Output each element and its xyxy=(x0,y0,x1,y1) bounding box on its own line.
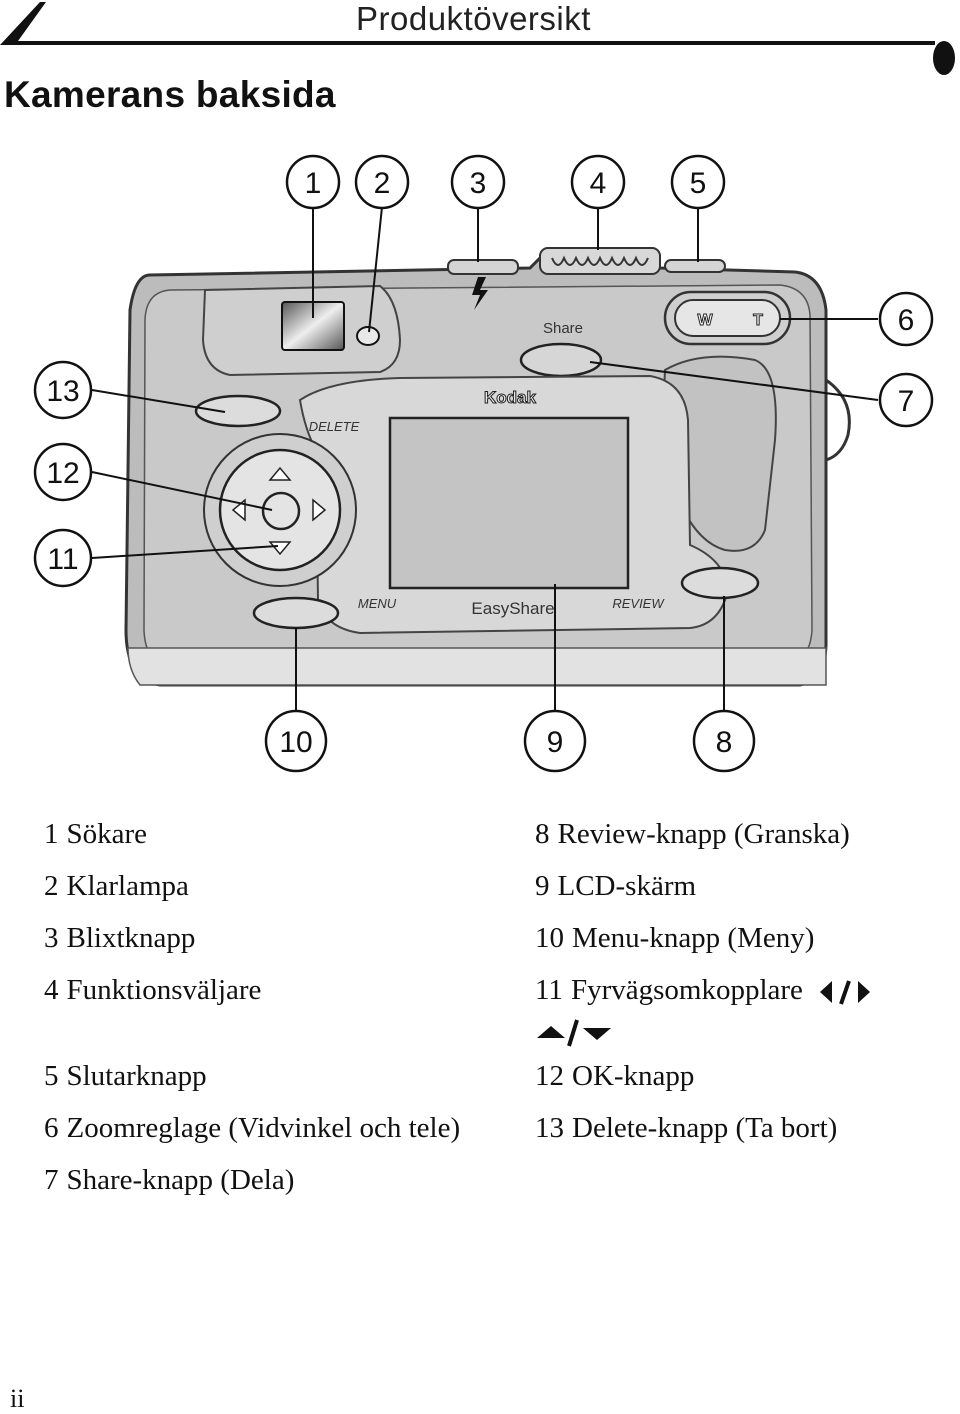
arrow-right-icon xyxy=(312,498,327,522)
up-down-arrows-icon xyxy=(535,1016,615,1053)
delete-button[interactable] xyxy=(194,394,282,428)
delete-label: DELETE xyxy=(309,419,360,434)
header-rule xyxy=(40,41,935,45)
ok-button[interactable] xyxy=(261,491,301,531)
callout-11: 11 xyxy=(33,528,93,588)
svg-text:10: 10 xyxy=(279,726,312,759)
callout-4: 4 xyxy=(570,154,626,210)
brand-logo: Kodak xyxy=(484,388,537,407)
svg-text:9: 9 xyxy=(547,726,564,759)
callout-3: 3 xyxy=(450,154,506,210)
svg-text:5: 5 xyxy=(690,167,707,200)
callout-8: 8 xyxy=(692,709,756,773)
header-tab-marker xyxy=(933,41,955,75)
easyshare-label: EasyShare xyxy=(471,599,554,618)
svg-text:4: 4 xyxy=(590,167,607,200)
svg-text:13: 13 xyxy=(46,375,79,408)
zoom-wide-label: W xyxy=(697,312,713,329)
svg-text:7: 7 xyxy=(898,385,915,418)
left-right-arrows-icon xyxy=(820,980,871,1006)
header-corner-tab xyxy=(0,2,60,45)
menu-label: MENU xyxy=(358,596,397,611)
callout-6: 6 xyxy=(878,291,934,347)
callout-10: 10 xyxy=(264,709,328,773)
callout-2: 2 xyxy=(354,154,410,210)
callout-13: 13 xyxy=(33,360,93,420)
camera-back-diagram: Share W T Kodak EasyShare MENU REVIEW DE… xyxy=(33,154,934,773)
arrow-left-icon xyxy=(231,498,246,522)
callout-leader-lines xyxy=(91,206,879,710)
zoom-tele-label: T xyxy=(753,312,763,329)
svg-text:1: 1 xyxy=(305,167,322,200)
arrow-down-icon xyxy=(268,541,292,556)
lcd-screen xyxy=(388,416,630,590)
review-button[interactable] xyxy=(680,566,760,600)
page-number: ii xyxy=(10,1384,25,1413)
svg-text:12: 12 xyxy=(46,457,79,490)
ready-light xyxy=(356,326,380,346)
svg-text:3: 3 xyxy=(470,167,487,200)
svg-text:11: 11 xyxy=(47,543,78,576)
section-title: Kamerans baksida xyxy=(4,74,336,115)
callout-5: 5 xyxy=(670,154,726,210)
page-title: Produktöversikt xyxy=(356,0,591,37)
svg-text:6: 6 xyxy=(898,304,915,337)
svg-text:2: 2 xyxy=(374,167,391,200)
callout-9: 9 xyxy=(523,709,587,773)
flash-icon xyxy=(472,277,488,310)
svg-text:8: 8 xyxy=(716,726,733,759)
callout-12: 12 xyxy=(33,442,93,502)
menu-button[interactable] xyxy=(252,596,340,630)
callout-7: 7 xyxy=(878,372,934,428)
share-label: Share xyxy=(543,320,583,337)
review-label: REVIEW xyxy=(612,596,665,611)
zoom-lever[interactable] xyxy=(674,299,781,337)
callout-1: 1 xyxy=(285,154,341,210)
arrow-up-icon xyxy=(268,466,292,481)
share-button[interactable] xyxy=(519,342,603,378)
